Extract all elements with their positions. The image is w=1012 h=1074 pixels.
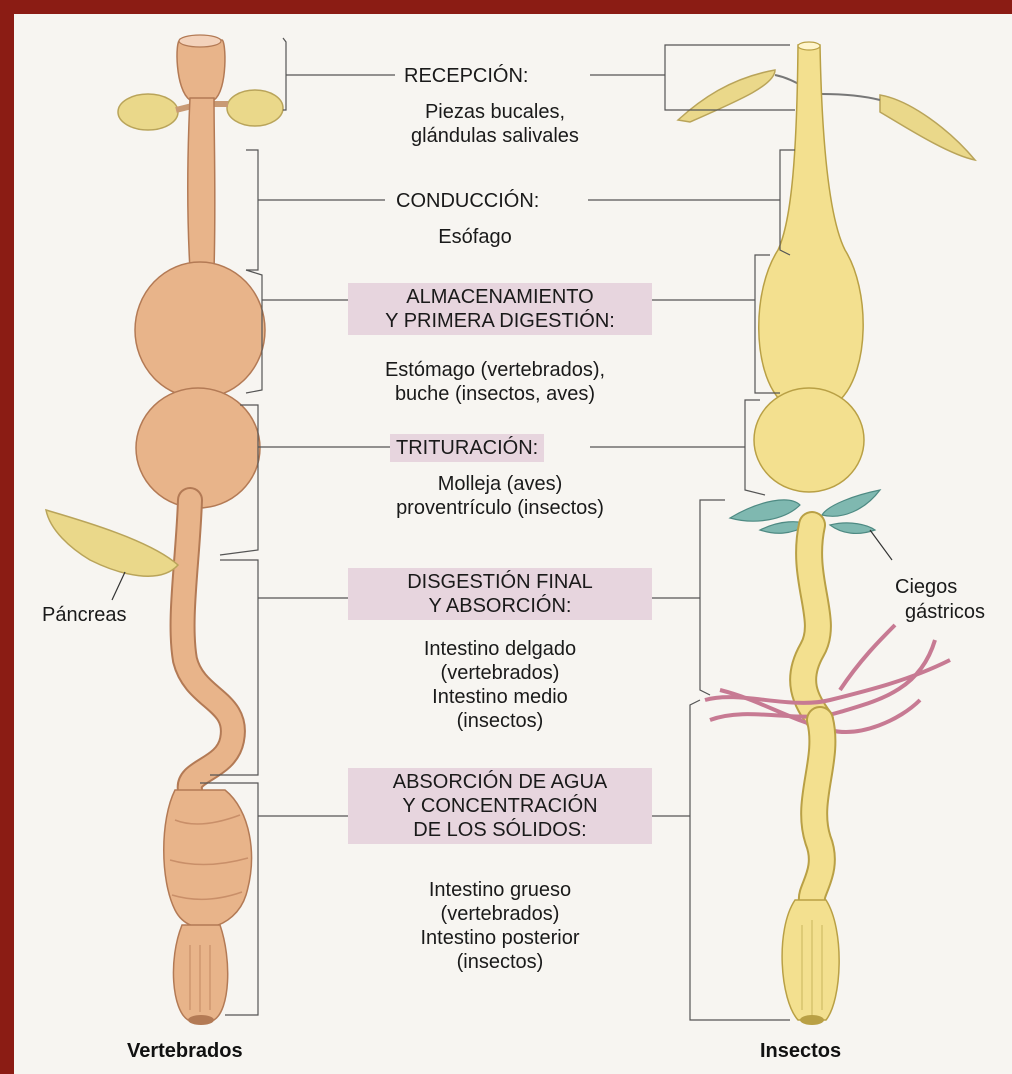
vertebrate-stomach bbox=[135, 262, 265, 398]
detail-trituracion: Molleja (aves) proventrículo (insectos) bbox=[355, 472, 645, 520]
heading-trituracion: TRITURACIÓN: bbox=[390, 434, 544, 462]
footer-insectos: Insectos bbox=[760, 1040, 841, 1063]
pancreas-organ bbox=[46, 510, 178, 576]
footer-vertebrados: Vertebrados bbox=[127, 1040, 243, 1063]
caeca-label-line1: Ciegos bbox=[895, 575, 957, 599]
detail-line: glándulas salivales bbox=[355, 124, 635, 148]
gastric-caeca-left bbox=[730, 500, 800, 521]
insect-hindgut bbox=[812, 720, 823, 900]
vertebrate-salivary-gland-right bbox=[227, 90, 283, 126]
detail-conduccion: Esófago bbox=[400, 225, 550, 249]
caeca-label-line2: gástricos bbox=[905, 600, 985, 624]
detail-line: Piezas bucales, bbox=[355, 100, 635, 124]
detail-line: (insectos) bbox=[345, 950, 655, 974]
heading-almacenamiento: ALMACENAMIENTO Y PRIMERA DIGESTIÓN: bbox=[348, 283, 652, 335]
insect-salivary-gland-left bbox=[678, 70, 775, 122]
detail-line: buche (insectos, aves) bbox=[345, 382, 645, 406]
vertebrate-mouth bbox=[177, 40, 225, 100]
detail-line: proventrículo (insectos) bbox=[355, 496, 645, 520]
detail-recepcion: Piezas bucales, glándulas salivales bbox=[355, 100, 635, 148]
heading-line: Y PRIMERA DIGESTIÓN: bbox=[354, 309, 646, 333]
pancreas-leader-line bbox=[112, 572, 125, 600]
heading-line: Y CONCENTRACIÓN bbox=[354, 794, 646, 818]
detail-line: Intestino posterior bbox=[345, 926, 655, 950]
heading-line: Y ABSORCIÓN: bbox=[354, 594, 646, 618]
vertebrate-tract bbox=[46, 35, 283, 1025]
detail-absorcion-agua: Intestino grueso (vertebrados) Intestino… bbox=[345, 878, 655, 974]
insect-salivary-gland-right bbox=[880, 95, 975, 160]
detail-line: Molleja (aves) bbox=[355, 472, 645, 496]
detail-digestion-final: Intestino delgado (vertebrados) Intestin… bbox=[345, 637, 655, 733]
heading-absorcion-agua: ABSORCIÓN DE AGUA Y CONCENTRACIÓN DE LOS… bbox=[348, 768, 652, 844]
detail-line: Intestino grueso bbox=[345, 878, 655, 902]
heading-line: ABSORCIÓN DE AGUA bbox=[354, 770, 646, 794]
bracket-lines bbox=[200, 38, 795, 1020]
vertebrate-large-intestine bbox=[164, 790, 252, 928]
detail-line: Estómago (vertebrados), bbox=[345, 358, 645, 382]
heading-line: DISGESTIÓN FINAL bbox=[354, 570, 646, 594]
vertebrate-esophagus bbox=[188, 98, 215, 270]
pancreas-label: Páncreas bbox=[42, 603, 127, 627]
heading-recepcion: RECEPCIÓN: bbox=[398, 64, 534, 88]
heading-digestion-final: DISGESTIÓN FINAL Y ABSORCIÓN: bbox=[348, 568, 652, 620]
heading-line: DE LOS SÓLIDOS: bbox=[354, 818, 646, 842]
caeca-leader-line bbox=[870, 530, 892, 560]
heading-conduccion: CONDUCCIÓN: bbox=[390, 189, 545, 213]
detail-line: Intestino medio bbox=[345, 685, 655, 709]
detail-line: (insectos) bbox=[345, 709, 655, 733]
gastric-caeca-right bbox=[822, 490, 880, 516]
insect-proventriculus bbox=[754, 388, 864, 492]
detail-line: Intestino delgado bbox=[345, 637, 655, 661]
vertebrate-salivary-gland-left bbox=[118, 94, 178, 130]
detail-line: (vertebrados) bbox=[345, 902, 655, 926]
heading-line: ALMACENAMIENTO bbox=[354, 285, 646, 309]
insect-rectum bbox=[782, 900, 839, 1020]
detail-almacenamiento: Estómago (vertebrados), buche (insectos,… bbox=[345, 358, 645, 406]
insect-tract bbox=[678, 42, 975, 1025]
insect-crop bbox=[759, 45, 863, 400]
detail-line: (vertebrados) bbox=[345, 661, 655, 685]
vertebrate-small-intestine bbox=[183, 500, 233, 790]
